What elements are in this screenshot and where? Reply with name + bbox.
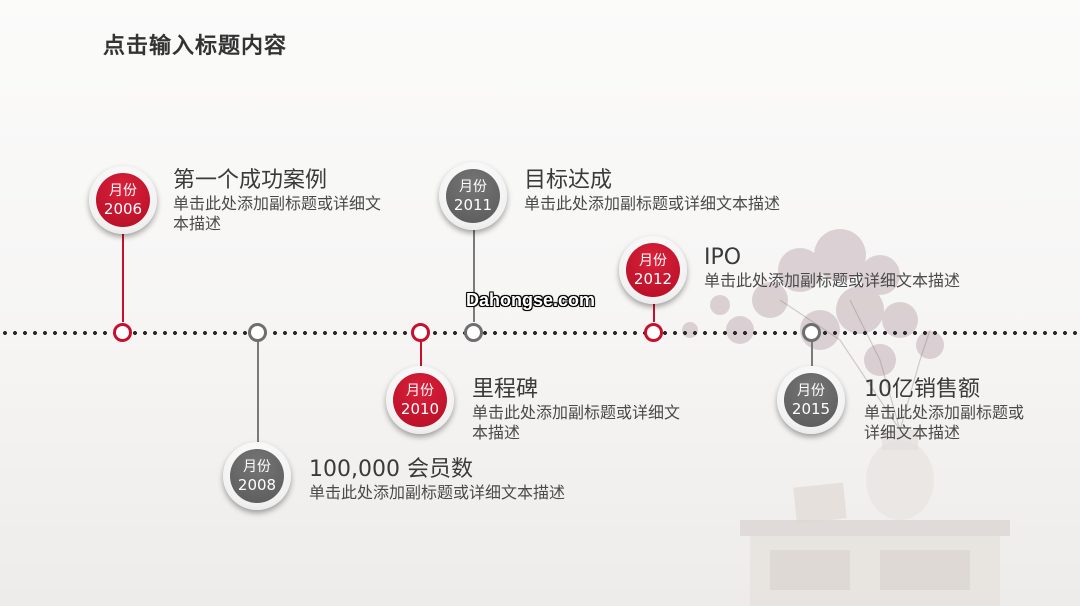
- timeline-node-2011: [464, 323, 483, 342]
- badge-year: 2006: [103, 200, 143, 218]
- milestone-entry-2012: IPO 单击此处添加副标题或详细文本描述: [704, 245, 960, 291]
- milestone-title[interactable]: 目标达成: [524, 168, 613, 193]
- timeline-node-2015: [802, 323, 821, 342]
- milestone-description-cont[interactable]: 本描述: [173, 214, 222, 233]
- milestone-entry-2006: 第一个成功案例 单击此处添加副标题或详细文 本描述: [173, 168, 381, 234]
- badge-month: 月份: [797, 383, 825, 399]
- milestone-description[interactable]: 单击此处添加副标题或: [864, 403, 1025, 422]
- milestone-title[interactable]: 里程碑: [472, 377, 539, 402]
- milestone-title[interactable]: 100,000 会员数: [309, 457, 473, 482]
- year-badge-2012: 月份 2012: [619, 236, 687, 304]
- milestone-entry-2008: 100,000 会员数 单击此处添加副标题或详细文本描述: [309, 457, 565, 503]
- milestone-description[interactable]: 单击此处添加副标题或详细文: [472, 403, 681, 422]
- milestone-entry-2015: 10亿销售额 单击此处添加副标题或 详细文本描述: [864, 377, 1024, 443]
- badge-month: 月份: [406, 383, 434, 399]
- timeline-node-2008: [248, 323, 267, 342]
- timeline-line: [0, 330, 1080, 336]
- badge-month: 月份: [243, 459, 271, 475]
- year-badge-2010: 月份 2010: [386, 366, 454, 434]
- badge-month: 月份: [459, 179, 487, 195]
- timeline-node-2010: [411, 323, 430, 342]
- badge-year: 2012: [633, 270, 673, 288]
- milestone-description-cont[interactable]: 本描述: [472, 423, 521, 442]
- year-badge-2008: 月份 2008: [223, 442, 291, 510]
- connector-2012: [653, 300, 655, 322]
- badge-month: 月份: [639, 253, 667, 269]
- milestone-entry-2011: 目标达成 单击此处添加副标题或详细文本描述: [524, 168, 780, 214]
- watermark-text: Dahongse.com: [466, 290, 596, 310]
- milestone-title[interactable]: IPO: [704, 245, 742, 270]
- badge-year: 2010: [400, 400, 440, 418]
- timeline-node-2006: [113, 323, 132, 342]
- connector-2006: [122, 228, 124, 322]
- year-badge-2015: 月份 2015: [777, 366, 845, 434]
- year-badge-2006: 月份 2006: [89, 166, 157, 234]
- badge-year: 2008: [237, 476, 277, 494]
- milestone-description[interactable]: 单击此处添加副标题或详细文本描述: [309, 483, 566, 502]
- badge-year: 2015: [791, 400, 831, 418]
- connector-2011: [473, 230, 475, 322]
- milestone-entry-2010: 里程碑 单击此处添加副标题或详细文 本描述: [472, 377, 680, 443]
- connector-2008: [257, 342, 259, 442]
- connector-2015: [811, 342, 813, 366]
- badge-month: 月份: [109, 183, 137, 199]
- badge-year: 2011: [453, 196, 493, 214]
- page-title[interactable]: 点击输入标题内容: [103, 34, 288, 59]
- timeline-node-2012: [644, 323, 663, 342]
- milestone-title[interactable]: 第一个成功案例: [173, 168, 328, 193]
- milestone-description[interactable]: 单击此处添加副标题或详细文本描述: [704, 271, 961, 290]
- milestone-description[interactable]: 单击此处添加副标题或详细文: [173, 194, 382, 213]
- connector-2010: [420, 342, 422, 366]
- year-badge-2011: 月份 2011: [439, 162, 507, 230]
- milestone-title[interactable]: 10亿销售额: [864, 377, 980, 402]
- milestone-description-cont[interactable]: 详细文本描述: [864, 423, 961, 442]
- milestone-description[interactable]: 单击此处添加副标题或详细文本描述: [524, 194, 781, 213]
